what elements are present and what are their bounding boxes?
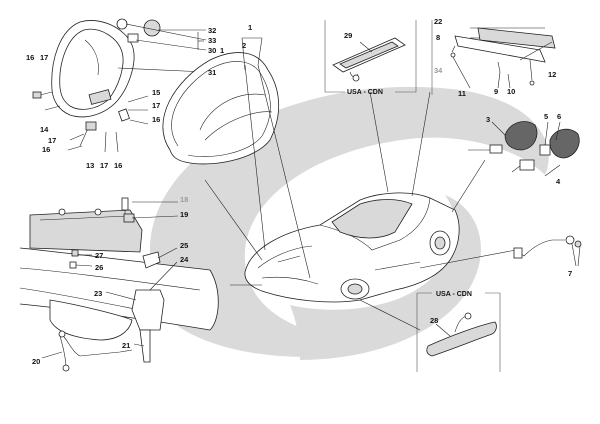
rear-light-bar (450, 27, 556, 89)
side-marker-light (426, 312, 497, 357)
callout-1: 1 (248, 23, 252, 32)
callout-17: 17 (48, 136, 56, 145)
rear-fog-light-assembly (468, 121, 580, 177)
callout-12: 12 (548, 70, 556, 79)
callout-11: 11 (458, 89, 466, 98)
headlight-assembly (32, 18, 207, 153)
callout-16: 16 (152, 115, 160, 124)
front-bumper (19, 208, 219, 341)
headlight-seal (162, 37, 280, 165)
callout-22: 22 (434, 17, 442, 26)
callout-13: 13 (86, 161, 94, 170)
callouts: 16 17 14 17 16 13 17 16 15 17 16 32 33 3… (26, 17, 572, 366)
callout-1: 1 (220, 46, 224, 55)
callout-27: 27 (95, 251, 103, 260)
frame-usa-top (324, 20, 345, 93)
callout-7: 7 (568, 269, 572, 278)
callout-34: 34 (434, 66, 443, 75)
callout-10: 10 (507, 87, 515, 96)
callout-4: 4 (556, 177, 561, 186)
callout-19: 19 (180, 210, 188, 219)
callout-17: 17 (100, 161, 108, 170)
callout-16: 16 (42, 145, 50, 154)
callout-20: 20 (32, 357, 40, 366)
callout-16: 16 (114, 161, 122, 170)
callout-32: 32 (208, 26, 216, 35)
callout-25: 25 (180, 241, 188, 250)
callout-6: 6 (557, 112, 561, 121)
callout-5: 5 (544, 112, 548, 121)
callout-9: 9 (494, 87, 498, 96)
callout-23: 23 (94, 289, 102, 298)
callout-3: 3 (486, 115, 490, 124)
callout-2: 2 (242, 41, 246, 50)
callout-14: 14 (40, 125, 49, 134)
callout-28: 28 (430, 316, 438, 325)
callout-16: 16 (26, 53, 34, 62)
washer-system (41, 197, 179, 372)
callout-17: 17 (152, 101, 160, 110)
callout-33: 33 (208, 36, 216, 45)
callout-15: 15 (152, 88, 160, 97)
third-brake-light (332, 37, 406, 82)
callout-31: 31 (208, 68, 216, 77)
callout-18: 18 (180, 195, 188, 204)
leader-lines (204, 64, 517, 331)
callout-29: 29 (344, 31, 352, 40)
callout-17: 17 (40, 53, 48, 62)
callout-30: 30 (208, 46, 216, 55)
region-label-usa-cdn: USA - CDN (436, 291, 472, 298)
callout-26: 26 (95, 263, 103, 272)
car-body (244, 192, 460, 303)
callout-8: 8 (436, 33, 440, 42)
callout-24: 24 (180, 255, 189, 264)
region-label-usa-cdn: USA - CDN (347, 89, 383, 96)
frame-usa-bottom (416, 292, 501, 372)
frame-usa-top-right (395, 20, 417, 93)
callout-21: 21 (122, 341, 130, 350)
side-marker-cable (513, 235, 582, 267)
